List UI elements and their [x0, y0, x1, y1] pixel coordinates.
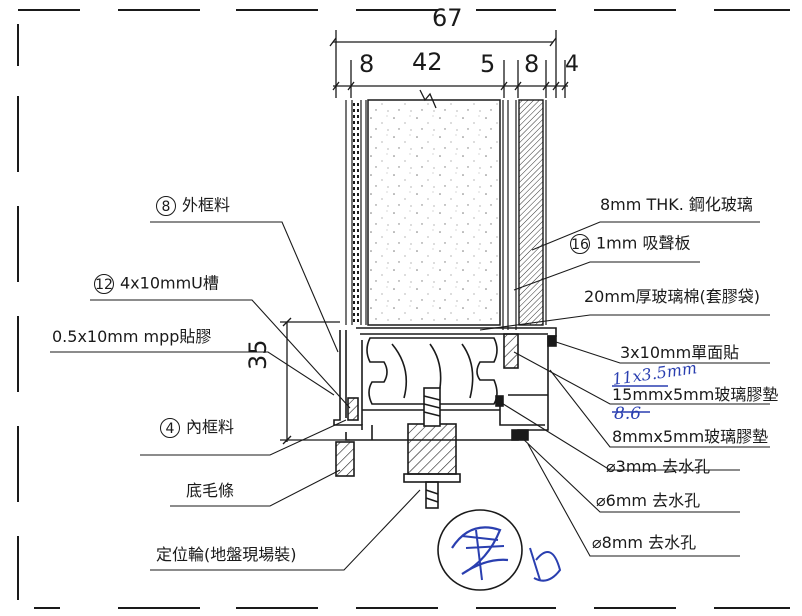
label-acoustic-board: 16 1mm 吸聲板 [570, 234, 690, 254]
handwritten-strike [612, 385, 668, 413]
label-inner-frame: 4 內框料 [160, 418, 234, 438]
label-drain-8mm: ⌀8mm 去水孔 [592, 533, 697, 552]
dimension-segment-2: 42 [412, 48, 443, 76]
label-tempered-glass: 8mm THK. 鋼化玻璃 [600, 195, 753, 214]
label-bottom-brush: 底毛條 [186, 481, 235, 500]
label-glass-wool: 20mm厚玻璃棉(套膠袋) [584, 287, 761, 306]
label-mpp-adhesive: 0.5x10mm mpp貼膠 [52, 327, 212, 346]
frame-section [333, 327, 557, 509]
label-single-tape: 3x10mm單面貼 [620, 343, 740, 362]
dimension-segment-5: 4 [565, 52, 579, 77]
dimension-lines-top [329, 30, 569, 98]
callout-number: 16 [570, 234, 590, 254]
label-glass-gasket-2: 8mmx5mm玻璃膠墊 [612, 427, 769, 446]
dimension-line-height [280, 317, 350, 445]
label-text: 內框料 [186, 417, 235, 437]
label-text: 外框料 [182, 195, 231, 215]
label-drain-6mm: ⌀6mm 去水孔 [596, 491, 701, 510]
dimension-segment-3: 5 [480, 50, 496, 78]
leader-lines [50, 221, 770, 571]
signature-stamp [437, 509, 562, 591]
dimension-frame-height: 35 [244, 339, 272, 370]
callout-number: 4 [160, 418, 180, 438]
dimension-overall-width: 67 [432, 4, 463, 32]
sheet-border [17, 9, 790, 609]
label-u-channel: 12 4x10mmU槽 [94, 274, 219, 294]
callout-number: 8 [156, 196, 176, 216]
callout-number: 12 [94, 274, 114, 294]
panel-section [345, 89, 547, 330]
dimension-segment-4: 8 [524, 50, 540, 78]
label-positioning-wheel: 定位輪(地盤現場裝) [156, 545, 297, 564]
dimension-segment-1: 8 [359, 50, 375, 78]
label-text: 4x10mmU槽 [120, 273, 219, 293]
label-glass-gasket-1: 15mmx5mm玻璃膠墊 [612, 385, 779, 404]
label-drain-3mm: ⌀3mm 去水孔 [606, 457, 711, 476]
label-outer-frame: 8 外框料 [156, 196, 230, 216]
label-text: 1mm 吸聲板 [596, 233, 691, 253]
handwritten-gasket-2-note: 8.6 [614, 404, 642, 424]
